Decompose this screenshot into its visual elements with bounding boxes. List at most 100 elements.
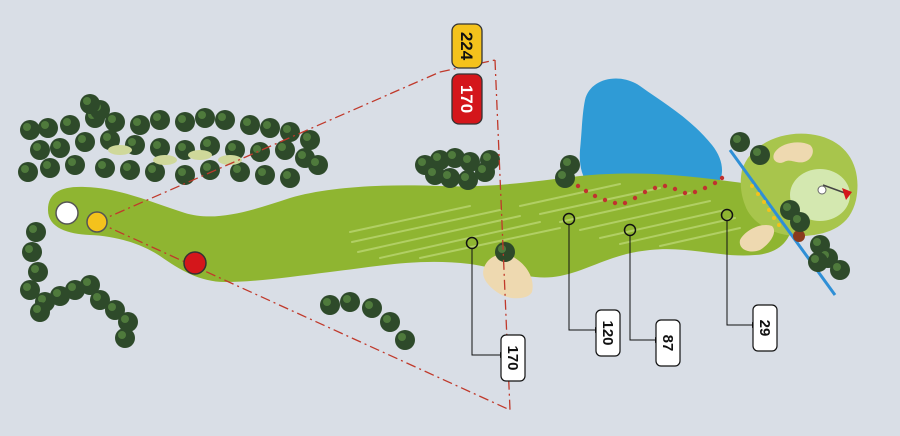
tree-highlight (53, 289, 61, 297)
tree (65, 155, 85, 175)
tree (250, 142, 270, 162)
tree-highlight (443, 171, 451, 179)
tree-highlight (41, 121, 49, 129)
tree (40, 158, 60, 178)
tree (730, 132, 750, 152)
tee-white[interactable] (55, 201, 79, 225)
tree-highlight (25, 245, 33, 253)
tree-highlight (33, 305, 41, 313)
tree-highlight (483, 153, 491, 161)
tree-highlight (31, 265, 39, 273)
yellow-stakes (750, 184, 781, 227)
tree (555, 168, 575, 188)
tree-highlight (68, 283, 76, 291)
tree-highlight (428, 168, 436, 176)
tree (495, 242, 515, 262)
tree (380, 312, 400, 332)
distance-marker-29[interactable]: 29 (720, 208, 778, 352)
distance-marker-170[interactable]: 170 (465, 236, 526, 382)
sand-patch (188, 150, 212, 160)
tree (18, 162, 38, 182)
tree (130, 115, 150, 135)
tree-highlight (303, 133, 311, 141)
tree (280, 168, 300, 188)
tree-highlight (118, 331, 126, 339)
tee-red[interactable] (183, 251, 207, 275)
tree-highlight (78, 135, 86, 143)
trees (18, 94, 850, 350)
putting-green (790, 169, 850, 221)
tree-highlight (123, 163, 131, 171)
distance-marker-87[interactable]: 87 (623, 223, 681, 367)
tree-highlight (383, 315, 391, 323)
bunker-greenside-bottom (739, 224, 775, 252)
tree (26, 222, 46, 242)
tree-highlight (558, 171, 566, 179)
tree-highlight (103, 133, 111, 141)
tree-highlight (38, 295, 46, 303)
tree-highlight (283, 171, 291, 179)
tree-highlight (323, 298, 331, 306)
tree-highlight (283, 125, 291, 133)
tree (750, 145, 770, 165)
tree (230, 162, 250, 182)
tree (175, 165, 195, 185)
tree (195, 108, 215, 128)
tree-highlight (258, 168, 266, 176)
tree (440, 168, 460, 188)
tree (475, 162, 495, 182)
tee-yellow[interactable] (86, 211, 108, 233)
tree-highlight (463, 155, 471, 163)
tree-highlight (43, 161, 51, 169)
tree-highlight (133, 118, 141, 126)
tree-highlight (128, 138, 136, 146)
tree-highlight (178, 115, 186, 123)
red-tee-distance: 170 (457, 85, 476, 113)
tree (260, 118, 280, 138)
tree-highlight (83, 97, 91, 105)
tree-highlight (253, 145, 261, 153)
tree-highlight (33, 143, 41, 151)
tree-highlight (83, 278, 91, 286)
tree-highlight (811, 255, 819, 263)
tree (22, 242, 42, 262)
tree (145, 162, 165, 182)
tree (300, 130, 320, 150)
tree-highlight (23, 283, 31, 291)
tree-highlight (783, 203, 791, 211)
tree-highlight (733, 135, 741, 143)
tree-highlight (29, 225, 37, 233)
tree-highlight (833, 263, 841, 271)
tree-highlight (418, 158, 426, 166)
tree-highlight (148, 165, 156, 173)
tree-highlight (203, 139, 211, 147)
tree-highlight (478, 165, 486, 173)
distance-marker-120[interactable]: 120 (562, 212, 621, 357)
tree (60, 115, 80, 135)
tree-highlight (178, 168, 186, 176)
tree (175, 112, 195, 132)
tree-highlight (365, 301, 373, 309)
tree (75, 132, 95, 152)
tree (95, 158, 115, 178)
tree (50, 138, 70, 158)
tree-highlight (243, 118, 251, 126)
tree-highlight (218, 113, 226, 121)
yellow-tee-distance: 224 (457, 32, 476, 61)
tree-highlight (98, 161, 106, 169)
tree (150, 138, 170, 158)
tree-highlight (311, 158, 319, 166)
marker-label: 87 (659, 335, 676, 352)
yellow-tee-distance-badge: 224 (451, 23, 483, 69)
tree-highlight (153, 141, 161, 149)
tree-highlight (93, 293, 101, 301)
tree (38, 118, 58, 138)
tree (80, 94, 100, 114)
bunker-greenside-top (773, 142, 813, 163)
tree-highlight (153, 113, 161, 121)
tree (790, 212, 810, 232)
tree-highlight (433, 153, 441, 161)
tree (115, 328, 135, 348)
tree (320, 295, 340, 315)
tree-highlight (203, 163, 211, 171)
